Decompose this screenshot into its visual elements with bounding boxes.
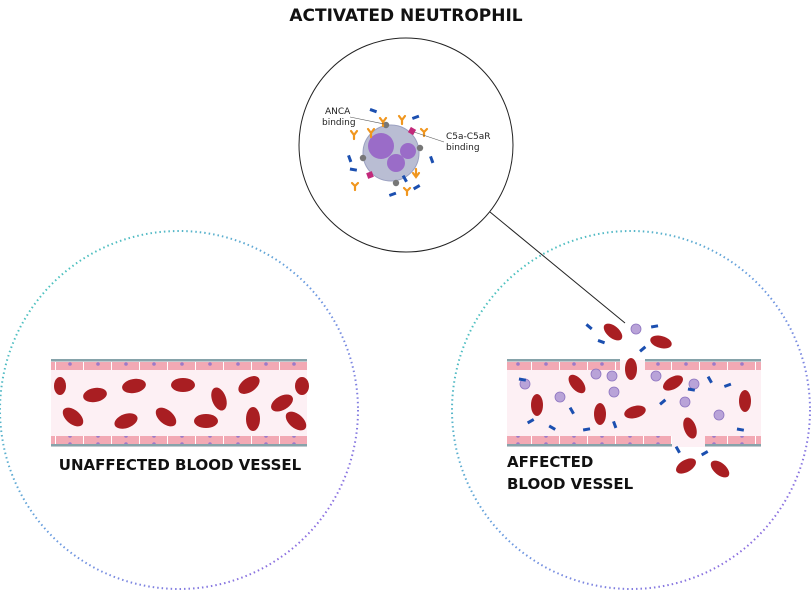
receptors [359,121,424,187]
neutrophil-nucleus [368,133,416,172]
red-blood-cells-unaffected [54,376,309,431]
anca-callout-line [349,116,385,125]
unaffected-vessel-label: UNAFFECTED BLOOD VESSEL [59,456,302,474]
anca-label-line2: binding [322,118,356,128]
c5a-label-line1: C5a-C5aR [446,132,491,142]
affected-vessel-label-line2: BLOOD VESSEL [507,475,634,493]
affected-dotted-ring [451,230,811,590]
antibody-fragments [347,108,435,197]
unaffected-vessel [51,359,307,447]
diagram-title: ACTIVATED NEUTROPHIL [289,6,522,26]
unaffected-vessel-panel: UNAFFECTED BLOOD VESSEL [0,230,359,590]
red-blood-cells-affected [531,323,751,478]
c5a-label-line2: binding [446,143,480,153]
magnified-neutrophil-panel: ANCA binding C5a-C5aR binding [298,37,514,253]
affected-vessel-panel: AFFECTED BLOOD VESSEL [451,230,811,590]
c5a-callout-line [413,131,445,143]
unaffected-dotted-ring [0,230,359,590]
anca-antibodies [349,114,429,197]
c5a-binding-sites [366,126,417,179]
anca-label-line1: ANCA [325,107,351,117]
antibody-fragments-affected [518,323,745,457]
affected-vessel-label-line1: AFFECTED [507,453,593,471]
magnification-connector [489,211,626,324]
